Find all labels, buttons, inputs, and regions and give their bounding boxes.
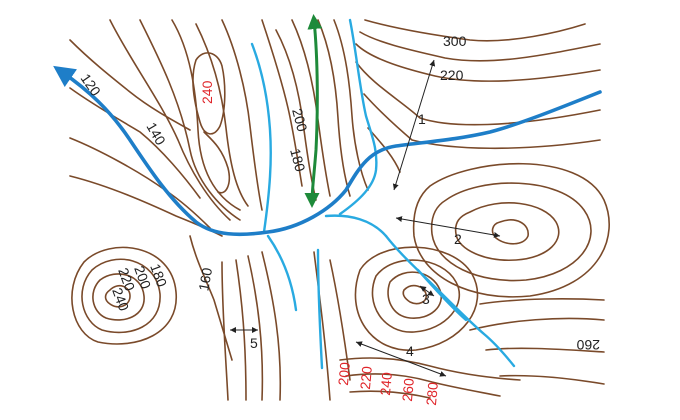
contour-lower-right-4: [499, 374, 605, 385]
measure-label-2: 2: [454, 231, 462, 247]
measure-line-3: [419, 285, 435, 297]
label-red-260: 260: [399, 377, 417, 402]
measure-labels: 1 2 3 4 5: [250, 111, 462, 359]
stream-south-west: [266, 234, 298, 312]
label-180: 180: [287, 147, 309, 174]
label-red-240: 240: [377, 371, 395, 396]
label-hill-220: 220: [115, 266, 138, 294]
label-240-red: 240: [199, 80, 215, 104]
ridge-double-arrow: [304, 14, 323, 208]
measure-label-5: 5: [250, 335, 258, 351]
contour-finger-5: [221, 19, 263, 211]
measure-line-2: [395, 216, 501, 238]
contour-center-4: [317, 19, 351, 197]
contour-lower-finger-5: [313, 251, 331, 401]
label-200: 200: [289, 107, 311, 134]
contour-lower-finger-6: [329, 259, 351, 381]
contour-240-knob-inner: [203, 131, 231, 194]
contour-hill3-4: [354, 246, 479, 351]
label-hill-240: 240: [109, 286, 132, 314]
label-hill-200: 200: [131, 264, 154, 292]
contour-120: [69, 39, 191, 131]
contour-labels: 300 220 120 140 240 200 180 160 180 200 …: [78, 33, 600, 406]
contour-240-knob: [192, 52, 226, 135]
measure-lines: [230, 59, 501, 377]
measure-line-4: [355, 341, 447, 377]
contour-isohill-3: [81, 258, 161, 334]
contour-finger-2: [139, 19, 241, 221]
measure-label-3: 3: [422, 291, 430, 307]
label-120: 120: [78, 71, 105, 99]
measure-label-4: 4: [406, 343, 414, 359]
contour-lower-right-3: [485, 347, 605, 353]
contour-isohill-1: [104, 284, 131, 308]
contour-isohill-2: [92, 273, 145, 321]
label-140: 140: [143, 120, 169, 148]
measure-label-1: 1: [418, 111, 426, 127]
contour-hill2-1: [491, 219, 529, 245]
stream-southeast: [384, 234, 516, 368]
stream-south-central: [316, 248, 324, 370]
label-red-280: 280: [423, 381, 441, 406]
stream-east-tributary: [338, 18, 378, 216]
contour-top-4: [355, 61, 601, 126]
stream-southeast-branch: [416, 268, 468, 322]
label-hill-180: 180: [147, 262, 170, 290]
contour-160: [189, 235, 233, 361]
contour-lower-finger-1: [235, 259, 247, 401]
main-river: [53, 65, 602, 237]
contour-lower-finger-2: [247, 255, 264, 401]
contour-280-top: [359, 31, 601, 62]
contour-hill2-2: [454, 202, 560, 261]
contour-bottom-3: [349, 390, 431, 399]
contour-finger-4: [195, 23, 249, 207]
contour-hill3-2: [387, 271, 443, 319]
label-160: 160: [195, 266, 215, 292]
label-220-top: 220: [440, 67, 464, 83]
contour-300: [364, 19, 586, 42]
stream-west-tributary: [250, 42, 272, 234]
contour-isohill-4: [71, 246, 177, 345]
contour-hill3-3: [371, 259, 461, 333]
stream-junction: [324, 214, 388, 238]
contour-260: [469, 317, 605, 331]
label-300: 300: [443, 33, 467, 49]
label-260: 260: [576, 337, 600, 353]
label-red-220: 220: [357, 365, 375, 390]
contour-220-top: [355, 43, 601, 82]
contour-140: [69, 87, 201, 199]
contour-200: [261, 19, 303, 187]
contour-lower-finger-3: [261, 251, 282, 401]
contour-left-4: [69, 175, 223, 237]
streams: [250, 18, 516, 370]
contour-lower-right-2: [479, 298, 605, 305]
contour-lines: [69, 19, 610, 401]
label-red-200: 200: [335, 361, 353, 386]
contour-hill3-1: [402, 284, 428, 305]
contour-finger-1: [109, 19, 231, 221]
contour-center-5: [333, 19, 369, 191]
measure-line-1: [392, 59, 436, 191]
